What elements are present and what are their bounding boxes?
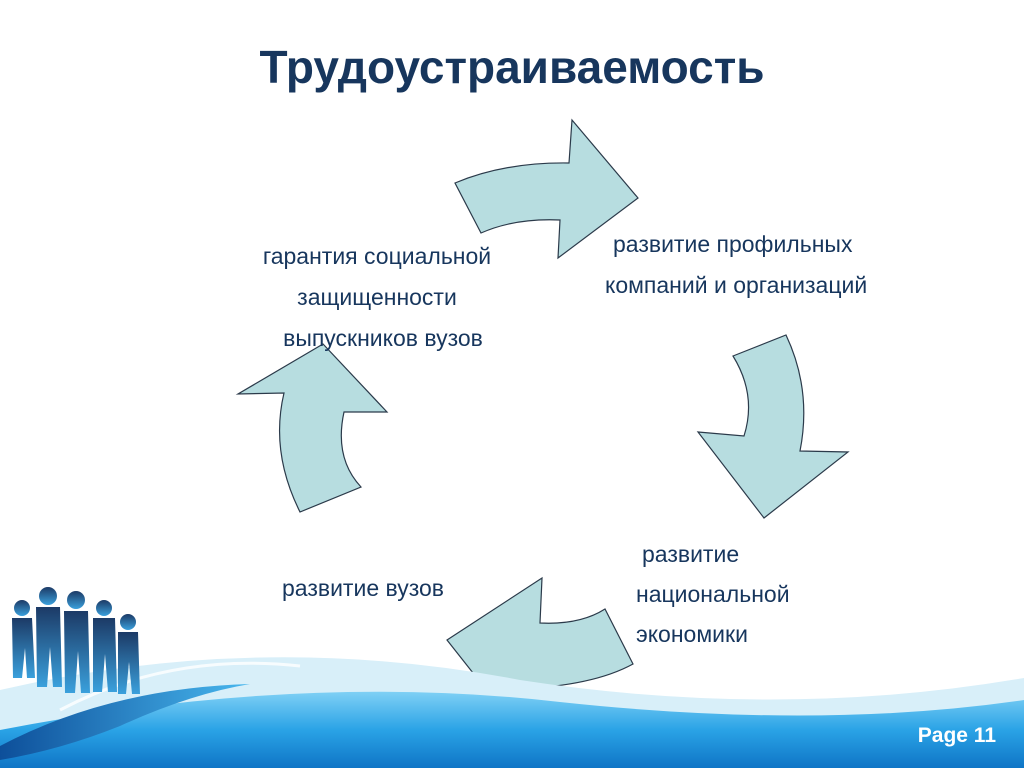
node-text-line: экономики (636, 621, 748, 647)
node-text-line: развитие (642, 541, 740, 567)
cycle-node-top-right: развитие профильных компаний и организац… (605, 224, 867, 306)
page-number: Page 11 (917, 724, 996, 747)
people-silhouettes (12, 587, 140, 694)
node-text-line: развитие вузов (282, 575, 445, 601)
node-text-line: гарантия социальной (262, 243, 492, 269)
cycle-arrow-left (235, 343, 389, 513)
cycle-arrow-right (696, 334, 850, 519)
footer-swoosh-highlight (59, 661, 301, 712)
footer-swoosh (0, 684, 250, 760)
slide-title: Трудоустраиваемость (259, 41, 765, 93)
cycle-node-top-left: гарантия социальной защищенности выпускн… (232, 236, 522, 359)
node-text-line: компаний и организаций (605, 272, 868, 298)
cycle-node-bottom-right: развитие национальной экономики (636, 534, 790, 654)
node-text-line: развитие профильных (613, 231, 853, 257)
footer-decoration (0, 587, 1024, 768)
node-text-line: выпускников вузов (283, 325, 483, 351)
node-text-line: национальной (636, 581, 790, 607)
cycle-arrow-top (454, 118, 639, 260)
cycle-node-bottom-left: развитие вузов (282, 568, 444, 609)
node-text-line: защищенности (297, 284, 457, 310)
footer-wave-band (0, 691, 1024, 768)
